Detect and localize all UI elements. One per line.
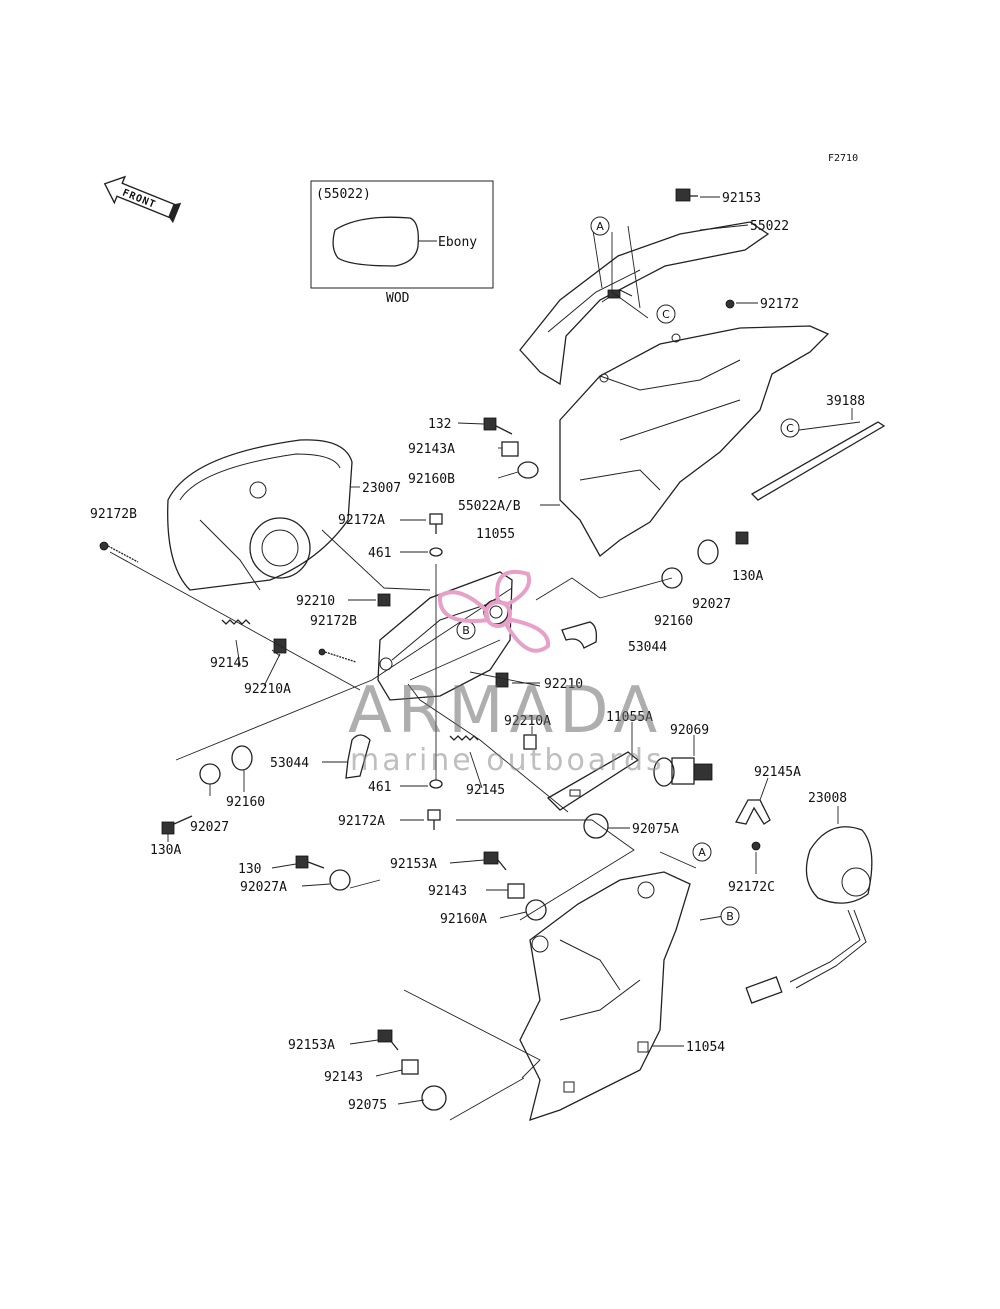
part-label: 92172 (760, 297, 799, 312)
assembly-lines (109, 223, 861, 1121)
callout-b-stay: B (720, 906, 740, 926)
upper-cowl-drawing (519, 221, 770, 386)
part-label: 92172B (310, 614, 357, 629)
bulb-drawing (653, 757, 713, 787)
part-label: 92210A (504, 714, 551, 729)
part-label: 461 (368, 546, 391, 561)
part-label: 130A (732, 569, 763, 584)
part-label: 92172B (90, 507, 137, 522)
clip-drawing (735, 799, 771, 825)
part-label: 130 (238, 862, 261, 877)
part-label: 92153A (390, 857, 437, 872)
part-label: 92143A (408, 442, 455, 457)
svg-text:B: B (726, 910, 734, 923)
callout-c-cowl: C (656, 304, 676, 324)
figure-code: F2710 (828, 153, 858, 164)
part-label: 11055 (476, 527, 515, 542)
callout-c-stripe: C (780, 418, 800, 438)
part-label: 92210 (296, 594, 335, 609)
part-label: 55022A/B (458, 499, 521, 514)
watermark-tagline: marine outboards (350, 743, 665, 778)
svg-text:A: A (698, 846, 706, 859)
headlight-drawing (167, 439, 353, 591)
part-label: 23008 (808, 791, 847, 806)
part-label: 92143 (428, 884, 467, 899)
part-label: 130A (150, 843, 181, 858)
part-label: 11054 (686, 1040, 725, 1055)
watermark-propeller-icon (437, 569, 551, 653)
callout-b-housing: B (456, 620, 476, 640)
part-label: 92075 (348, 1098, 387, 1113)
part-label: 92153A (288, 1038, 335, 1053)
part-label: 55022 (750, 219, 789, 234)
svg-text:C: C (786, 422, 794, 435)
part-label: 92027 (190, 820, 229, 835)
part-label: 92145 (210, 656, 249, 671)
part-label: 92143 (324, 1070, 363, 1085)
part-label: 92069 (670, 723, 709, 738)
part-label: 92210A (244, 682, 291, 697)
vent-tube-lower-drawing (345, 734, 371, 779)
part-label: 461 (368, 780, 391, 795)
front-arrow-icon: FRONT (103, 175, 182, 224)
part-label: 92160 (654, 614, 693, 629)
part-label: 53044 (628, 640, 667, 655)
part-label: 92145A (754, 765, 801, 780)
part-label: 92145 (466, 783, 505, 798)
part-label: 132 (428, 417, 451, 432)
label-leaders (167, 196, 853, 1105)
part-label: 92160B (408, 472, 455, 487)
variant-inset: (55022) Ebony WOD (310, 180, 494, 306)
watermark: ARMADA marine outboards (348, 569, 665, 778)
svg-text:B: B (462, 624, 470, 637)
part-label: 92160 (226, 795, 265, 810)
inner-panel-drawing (559, 325, 830, 557)
part-label: 92160A (440, 912, 487, 927)
callout-a-top: A (590, 216, 610, 236)
part-labels: 92153 55022 92172 39188 132 92143A 92160… (90, 191, 865, 1113)
part-label: 92027 (692, 597, 731, 612)
part-label: 92027A (240, 880, 287, 895)
stripe-decal-drawing (750, 421, 886, 501)
part-label: 92172C (728, 880, 775, 895)
vent-tube-drawing (561, 621, 598, 649)
watermark-brand: ARMADA (348, 674, 663, 748)
svg-text:A: A (596, 220, 604, 233)
fastener-set (99, 188, 761, 1111)
part-label: 11055A (606, 710, 653, 725)
part-label: 92075A (632, 822, 679, 837)
inset-part-ref: (55022) (316, 187, 371, 202)
part-label: 92172A (338, 513, 385, 528)
callout-a-stay: A (692, 842, 712, 862)
part-label: 92210 (544, 677, 583, 692)
inset-market-code: WOD (386, 291, 410, 306)
part-label: 39188 (826, 394, 865, 409)
part-label: 23007 (362, 481, 401, 496)
part-label: 92172A (338, 814, 385, 829)
svg-text:C: C (662, 308, 670, 321)
position-lamp-drawing (745, 826, 873, 1004)
part-label: 53044 (270, 756, 309, 771)
part-label: 92153 (722, 191, 761, 206)
cowl-stay-drawing (519, 871, 691, 1121)
inset-color-note: Ebony (438, 235, 477, 250)
bracket-plate-drawing (546, 751, 640, 811)
